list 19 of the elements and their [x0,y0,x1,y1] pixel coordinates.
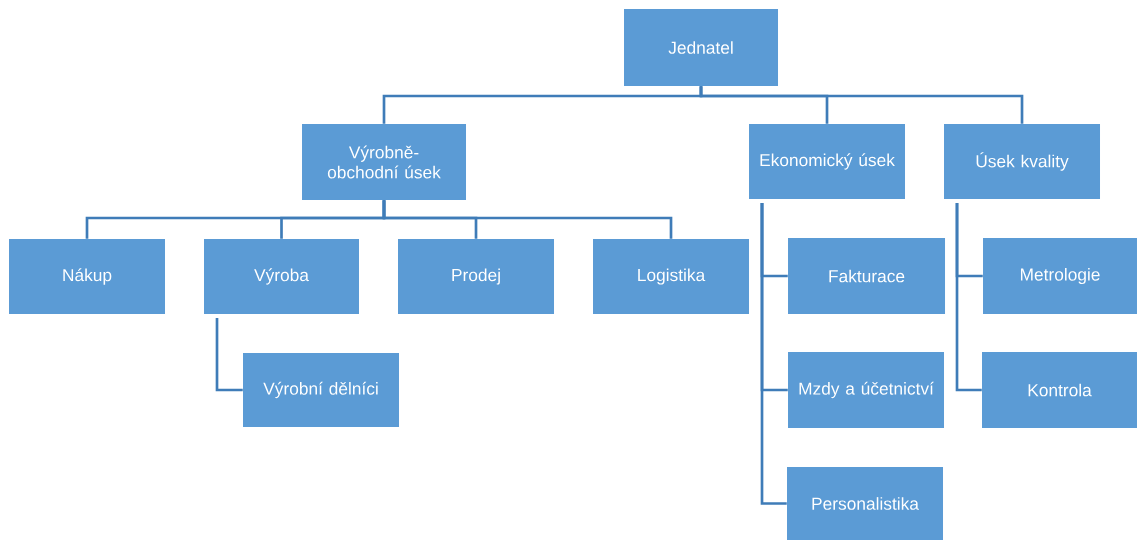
connector-line [382,200,673,239]
connector-line [955,203,982,392]
org-box: Jednatel [624,9,778,86]
org-box: Metrologie [983,238,1137,314]
connector-line [699,86,1024,124]
org-box: Výroba [204,239,359,314]
org-box: Prodej [398,239,554,314]
org-box: Výrobní dělníci [243,353,399,427]
org-box: Nákup [9,239,165,314]
org-box: Fakturace [788,238,945,314]
connector-line [215,318,243,392]
connector-line [760,203,787,505]
org-box: Výrobně-obchodní úsek [302,124,466,200]
org-box: Úsek kvality [944,124,1100,199]
org-box: Personalistika [787,467,943,540]
org-box: Mzdy a účetnictví [788,352,944,428]
org-box: Logistika [593,239,749,314]
org-box: Ekonomický úsek [749,124,905,199]
org-box: Kontrola [982,352,1137,428]
